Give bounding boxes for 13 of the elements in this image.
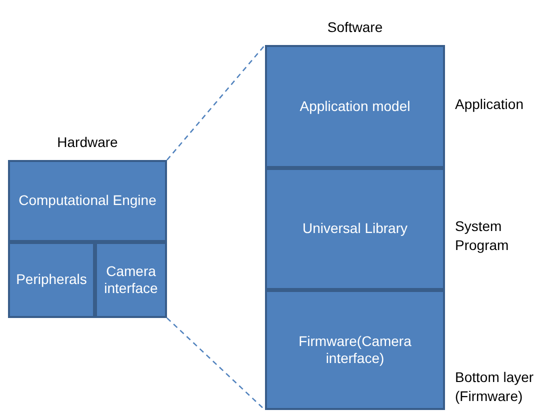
dashed-connector	[166, 318, 266, 410]
group-heading: Hardware	[56, 133, 119, 152]
layer-box: Peripherals	[8, 242, 95, 318]
layer-box: Universal Library	[265, 168, 445, 290]
group-heading: Software	[326, 18, 384, 37]
layer-box: Firmware(Camera interface)	[265, 290, 445, 410]
dashed-connector	[166, 44, 266, 160]
layer-box: Application model	[265, 45, 445, 168]
layer-box: Camera interface	[95, 242, 167, 318]
layer-label: Application	[455, 94, 524, 114]
layer-box: Computational Engine	[8, 160, 167, 242]
layer-label: System Program	[455, 217, 510, 256]
layer-label: Bottom layer (Firmware)	[455, 368, 535, 406]
